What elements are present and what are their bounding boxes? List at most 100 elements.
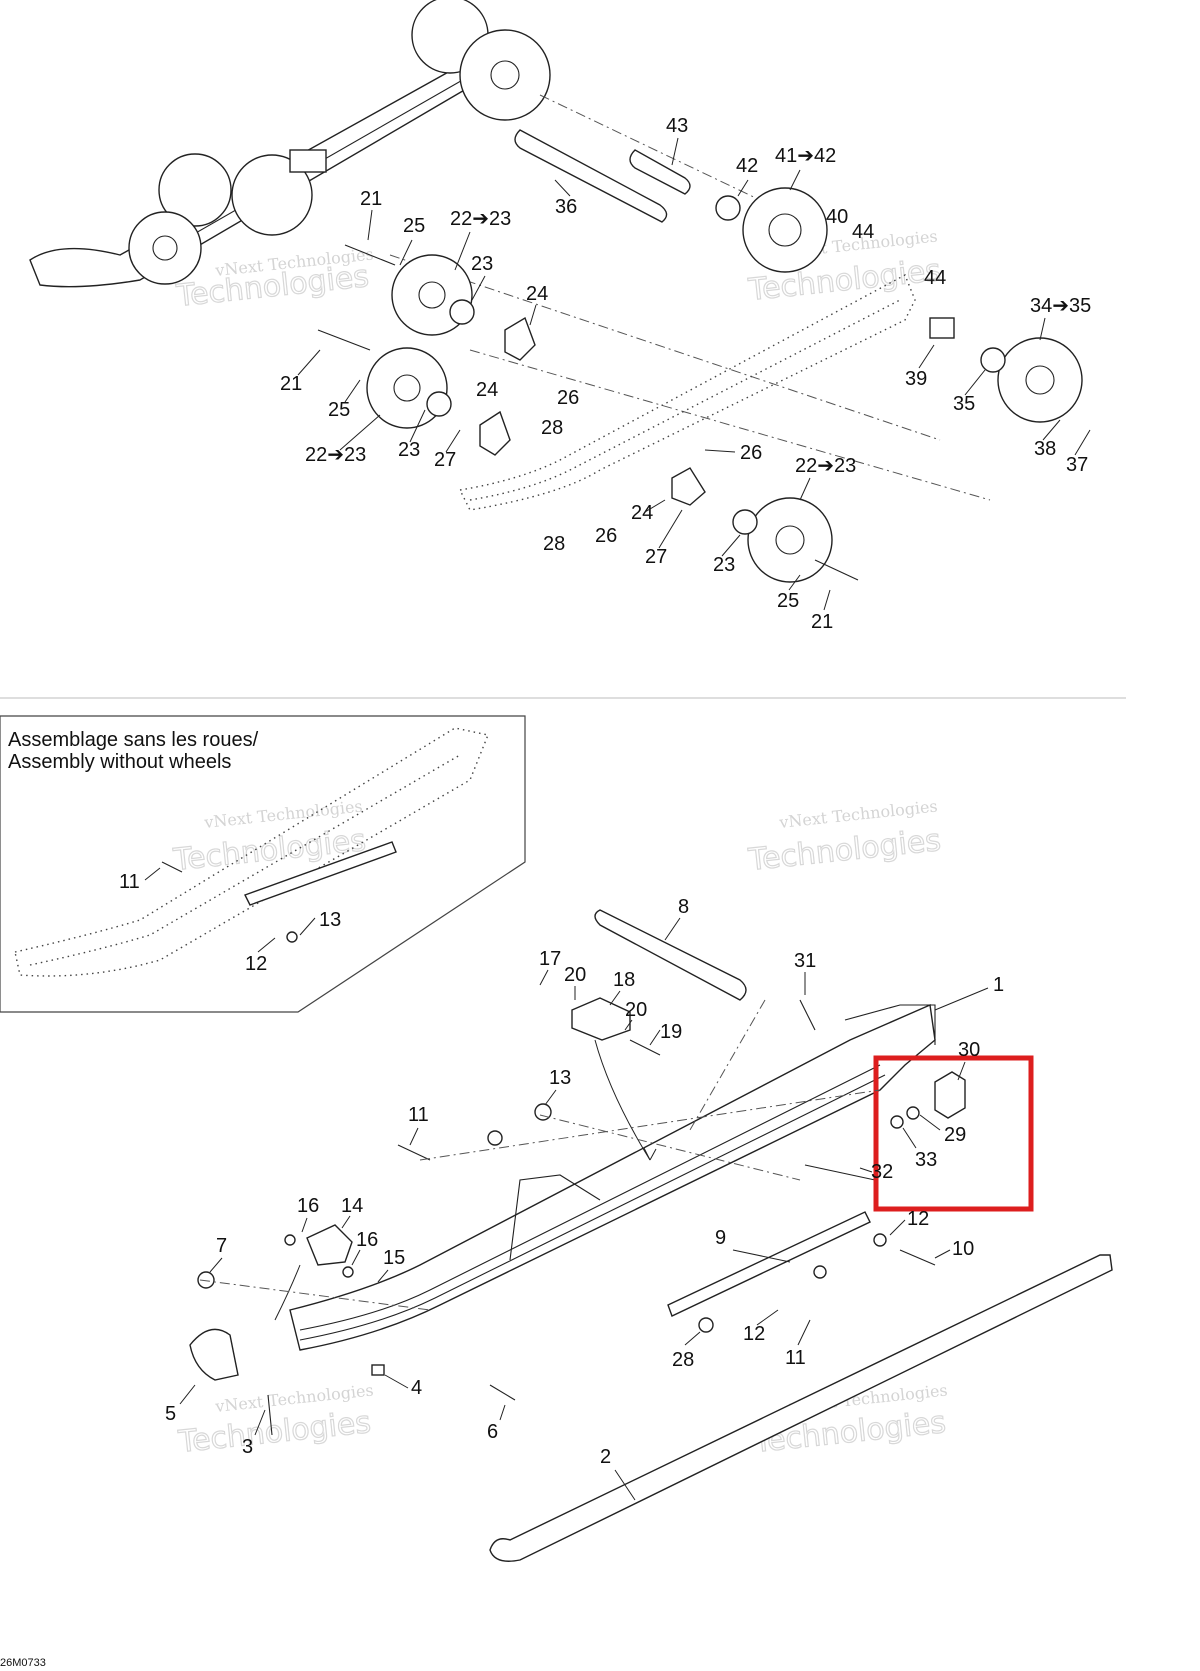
inset-frame (0, 715, 526, 1013)
mini-rail (29, 59, 492, 288)
inset-nut (286, 931, 298, 943)
watermark: Technologies (176, 1405, 372, 1460)
axis-line (389, 254, 941, 441)
axis-line (199, 1279, 431, 1311)
watermarks: vNext Technologies Technologies vNext Te… (171, 226, 949, 1460)
callout-label: 33 (915, 1149, 937, 1171)
axis-line (419, 1089, 881, 1161)
axis-line (539, 94, 761, 201)
callout-label: 2 (600, 1446, 611, 1468)
reference-code: 26M0733 (0, 1657, 46, 1669)
callout-label: 17 (539, 948, 561, 970)
wheel-22-hub (775, 525, 805, 555)
bearing-35 (980, 347, 1006, 373)
callout-label: 9 (715, 1227, 726, 1249)
callout-label: 15 (383, 1247, 405, 1269)
bracket-24 (504, 316, 536, 361)
callout-label: 37 (1066, 454, 1088, 476)
shaft-36 (514, 129, 668, 223)
inset-rail-outline (14, 727, 489, 977)
main-rail-outline (458, 274, 916, 511)
part-4 (371, 1364, 385, 1376)
bolt-6 (489, 1384, 516, 1401)
callout-label: 35 (953, 393, 975, 415)
callout-label: 19 (660, 1021, 682, 1043)
callout-label: 5 (165, 1403, 176, 1425)
main-rail-edge (469, 299, 901, 501)
top-assembly: 43 42 41➔42 36 21 25 22➔23 23 40 44 24 4… (29, 0, 1091, 633)
bolt-21 (814, 559, 859, 581)
rail-rear (844, 1004, 936, 1045)
callout-label: 21 (811, 611, 833, 633)
part-5 (189, 1328, 239, 1381)
bearing-23 (426, 391, 452, 417)
bracket-24 (671, 467, 706, 506)
axis-line (689, 999, 766, 1131)
mini-wheel (231, 154, 313, 236)
slide-9 (667, 1211, 871, 1317)
nut-13 (487, 1130, 503, 1146)
wheel-22-lower (747, 497, 833, 583)
main-rail (289, 1003, 936, 1351)
nut-28 (698, 1317, 714, 1333)
callout-label: 22➔23 (450, 208, 511, 230)
wheel-34-hub (1025, 365, 1055, 395)
callout-label: 16 (297, 1195, 319, 1217)
bearing-42 (715, 195, 741, 221)
spacer-29 (906, 1106, 920, 1120)
callout-label: 26 (595, 525, 617, 547)
callout-label: 39 (905, 368, 927, 390)
nut-13 (534, 1103, 552, 1121)
callout-label: 12 (245, 953, 267, 975)
callout-label: 8 (678, 896, 689, 918)
callout-label: 24 (526, 283, 548, 305)
callout-label: 38 (1034, 438, 1056, 460)
bottom-assembly: 8 17 20 18 31 1 20 19 30 13 11 29 33 32 … (165, 896, 1113, 1562)
callout-label: 10 (952, 1238, 974, 1260)
wheel-41-hub (768, 213, 802, 247)
callout-label: 21 (360, 188, 382, 210)
callout-label: 12 (907, 1208, 929, 1230)
spacer-39 (929, 317, 955, 339)
callout-label: 28 (672, 1349, 694, 1371)
callout-label: 1 (993, 974, 1004, 996)
callout-label: 25 (328, 399, 350, 421)
callout-label: 23 (471, 253, 493, 275)
rail-bracket (509, 1174, 601, 1261)
assembly-arrow (594, 1039, 651, 1161)
callout-label: 13 (549, 1067, 571, 1089)
axis-line (539, 1114, 801, 1181)
bolt-21 (317, 329, 371, 351)
callout-label: 28 (543, 533, 565, 555)
callout-label: 18 (613, 969, 635, 991)
callout-label: 31 (794, 950, 816, 972)
runner-2 (489, 1254, 1113, 1562)
callout-label: 7 (216, 1235, 227, 1257)
callout-label: 44 (852, 221, 874, 243)
callout-label: 11 (785, 1347, 806, 1369)
shaft-43 (629, 149, 691, 195)
mini-wheel (459, 29, 551, 121)
callout-label: 25 (403, 215, 425, 237)
inset-assembly-without-wheels: Assemblage sans les roues/ Assembly with… (0, 715, 526, 1013)
assembly-arrowhead (643, 1147, 657, 1161)
shaft-8 (594, 909, 747, 1001)
callout-label: 42 (736, 155, 758, 177)
callout-label: 40 (826, 206, 848, 228)
callout-label: 43 (666, 115, 688, 137)
nut-33 (890, 1115, 904, 1129)
washer-12 (813, 1265, 827, 1279)
callout-label: 27 (645, 546, 667, 568)
bolt-11 (397, 1144, 431, 1161)
callout-label: 4 (411, 1377, 422, 1399)
mini-wheel (158, 153, 232, 227)
washer-16 (342, 1266, 354, 1278)
nut-7 (197, 1271, 215, 1289)
callout-label: 21 (280, 373, 302, 395)
bolt-31 (799, 999, 816, 1031)
callout-label: 6 (487, 1421, 498, 1443)
mini-wheel-hub (490, 60, 520, 90)
inset-rail-edge (29, 754, 461, 966)
washer-12 (873, 1233, 887, 1247)
